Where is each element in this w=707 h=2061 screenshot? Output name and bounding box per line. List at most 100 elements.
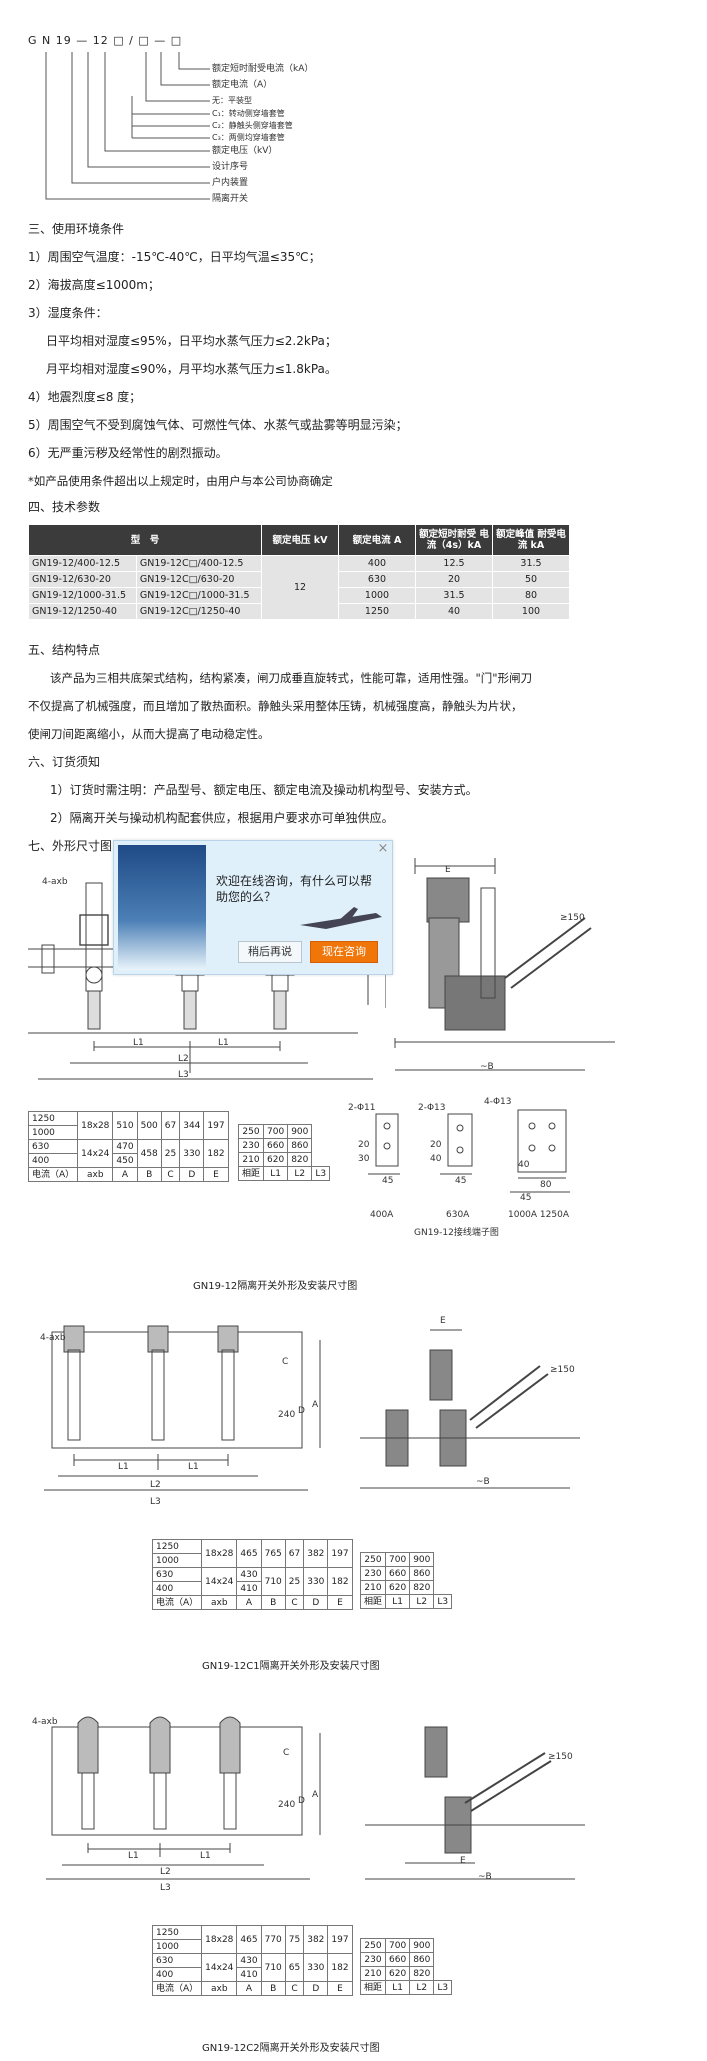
dim-label-240: 240 — [278, 1800, 296, 1810]
dim-cell: 860 — [409, 1952, 435, 1967]
dim-header: E — [327, 1595, 353, 1610]
dim-label-240: 240 — [278, 1410, 296, 1420]
dim-header: C — [160, 1167, 181, 1182]
code-label-3: 无：平装型 — [212, 96, 252, 105]
dim-cell: 25 — [160, 1139, 181, 1168]
dim-cell: 182 — [327, 1567, 353, 1596]
dim-cell: 458 — [136, 1139, 162, 1168]
dim-header: 相距 — [237, 1166, 265, 1181]
caption-1: GN19-12隔离开关外形及安装尺寸图 — [193, 1281, 358, 1292]
dim-cell: 382 — [303, 1925, 329, 1954]
close-icon[interactable]: × — [377, 841, 389, 856]
spec-cell: 12.5 — [415, 555, 493, 572]
dim-header: L1 — [263, 1166, 289, 1181]
dim-header: B — [136, 1167, 162, 1182]
spec-cell: 1250 — [338, 603, 416, 620]
dim-header: axb — [77, 1167, 114, 1182]
later-button[interactable]: 稍后再说 — [238, 941, 302, 963]
dim-cell: 67 — [284, 1539, 305, 1568]
terminal-label-2: 2-Φ13 — [418, 1103, 446, 1113]
dim-label-L2: L2 — [150, 1480, 161, 1490]
dim-label-A: A — [312, 1400, 319, 1410]
spec-cell: 100 — [492, 603, 570, 620]
dim-cell: 630 — [27, 1139, 79, 1154]
dim-cell: 860 — [409, 1566, 435, 1581]
dim-header: 电流（A） — [151, 1981, 203, 1996]
dim-cell: 1000 — [27, 1125, 79, 1140]
dim-header: E — [203, 1167, 229, 1182]
terminal-caption: GN19-12接线端子图 — [414, 1228, 499, 1238]
section5-line: 不仅提高了机械强度，而且增加了散热面积。静触头采用整体压铸，机械强度高，静触头为… — [28, 699, 523, 713]
drawing-3-front-view — [46, 1716, 321, 1880]
dim-header: 相距 — [359, 1980, 387, 1995]
dim-cell: 210 — [237, 1152, 265, 1167]
dim-label-axb: 4-axb — [42, 877, 68, 887]
spec-header-model: 型 号 — [28, 524, 262, 556]
dim-cell: 450 — [112, 1153, 138, 1168]
dim-label-D: D — [298, 1406, 305, 1416]
dim-cell: 1250 — [151, 1539, 203, 1554]
dim-label-L1: L1 — [133, 1038, 144, 1048]
section6-item: 1）订货时需注明：产品型号、额定电压、额定电流及操动机构型号、安装方式。 — [50, 783, 478, 797]
code-label-10: 隔离开关 — [212, 194, 249, 204]
dim-cell: 1250 — [151, 1925, 203, 1940]
drawing-1-side-view — [385, 858, 615, 1071]
dim-cell: 65 — [284, 1953, 305, 1982]
dim-cell: 1250 — [27, 1111, 79, 1126]
dim-header: C — [284, 1595, 305, 1610]
spec-cell: GN19-12C□/1000-31.5 — [135, 587, 263, 604]
drawing-2-front-view — [44, 1325, 321, 1491]
dim-cell: 230 — [237, 1138, 265, 1153]
dim-cell: 330 — [303, 1567, 329, 1596]
dim-cell: 620 — [385, 1580, 411, 1595]
section7-title: 七、外形尺寸图 — [28, 839, 113, 853]
dim-cell: 700 — [385, 1552, 411, 1567]
section3-item: 3）湿度条件： — [28, 306, 108, 320]
dim-header: E — [327, 1981, 353, 1996]
terminal-dim: 45 — [455, 1176, 467, 1186]
dim-cell: 197 — [327, 1539, 353, 1568]
dim-label-L3: L3 — [150, 1497, 161, 1507]
terminal-dim: 45 — [520, 1193, 532, 1203]
spec-cell: GN19-12/1250-40 — [28, 603, 137, 620]
dim-label-L3: L3 — [160, 1883, 171, 1893]
terminal-label-1: 2-Φ11 — [348, 1103, 376, 1113]
spec-cell: GN19-12C□/1250-40 — [135, 603, 263, 620]
dim-cell: 660 — [385, 1566, 411, 1581]
terminal-dim: 80 — [540, 1180, 552, 1190]
dim-header: D — [303, 1981, 329, 1996]
dim-header: C — [284, 1981, 305, 1996]
spec-cell: 31.5 — [492, 555, 570, 572]
dim-cell: 382 — [303, 1539, 329, 1568]
dim-cell: 710 — [260, 1567, 286, 1596]
dim-label-150: ≥150 — [548, 1752, 573, 1762]
spec-cell: GN19-12/1000-31.5 — [28, 587, 137, 604]
dim-header: L3 — [433, 1594, 453, 1609]
dim-cell: 250 — [359, 1938, 387, 1953]
dim-label-A: A — [312, 1790, 319, 1800]
dim-cell: 75 — [284, 1925, 305, 1954]
code-label-6: C₃：两侧均穿墙套管 — [212, 133, 285, 142]
spec-cell: 630 — [338, 571, 416, 588]
dim-header: L1 — [385, 1980, 411, 1995]
dim-cell: 210 — [359, 1966, 387, 1981]
section6-item: 2）隔离开关与操动机构配套供应，根据用户要求亦可单独供应。 — [50, 811, 394, 825]
dim-cell: 660 — [385, 1952, 411, 1967]
dim-label-B: ~B — [478, 1872, 492, 1882]
code-label-8: 设计序号 — [212, 162, 249, 172]
section5-line: 该产品为三相共底架式结构，结构紧凑，闸刀成垂直旋转式，性能可靠，适用性强。"门"… — [50, 671, 533, 685]
dim-label-C: C — [283, 1748, 290, 1758]
dim-cell: 14x24 — [201, 1953, 238, 1982]
dim-cell: 250 — [359, 1552, 387, 1567]
section5-line: 使闸刀间距离缩小，从而大提高了电动稳定性。 — [28, 727, 270, 741]
airplane-icon — [300, 907, 382, 929]
consult-now-button[interactable]: 现在咨询 — [310, 941, 378, 963]
drawing-2-side-view — [360, 1329, 580, 1489]
dim-cell: 820 — [287, 1152, 313, 1167]
dim-cell: 860 — [287, 1138, 313, 1153]
spec-table: 型 号 额定电压 kV 额定电流 A 额定短时耐受 电流（4s）kA 额定峰值 … — [28, 524, 570, 620]
dim-cell: 330 — [303, 1953, 329, 1982]
dim-header: A — [236, 1981, 262, 1996]
